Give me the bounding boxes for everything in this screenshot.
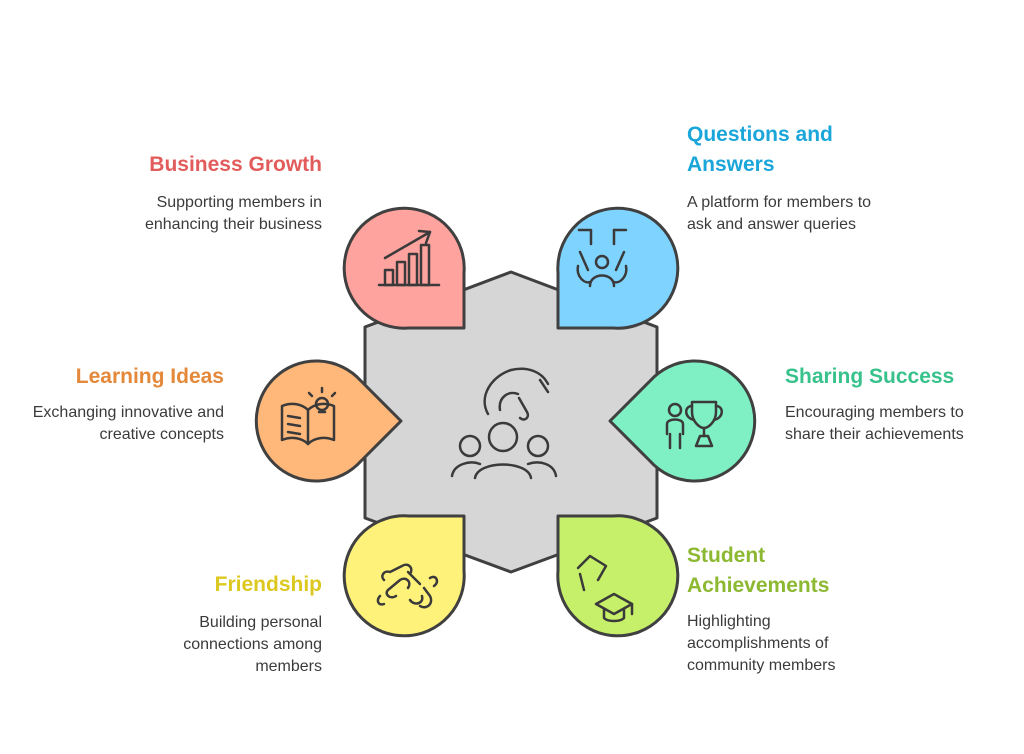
desc-business-growth: Supporting members in enhancing their bu… bbox=[144, 194, 322, 233]
petal-student-achievements bbox=[556, 514, 680, 638]
book-idea-icon bbox=[280, 386, 337, 446]
title-questions-answers: Questions and Answers bbox=[687, 123, 833, 176]
handshake-icon bbox=[376, 563, 439, 609]
graduation-cap-icon bbox=[576, 554, 634, 623]
desc-learning-ideas: Exchanging innovative and creative conce… bbox=[32, 404, 224, 443]
title-student-achievements: Student Achievements bbox=[687, 544, 830, 597]
label-friendship: Friendship Building personal connections… bbox=[100, 570, 322, 678]
qa-people-icon bbox=[576, 228, 628, 288]
desc-sharing-success: Encouraging members to share their achie… bbox=[785, 404, 964, 443]
title-learning-ideas: Learning Ideas bbox=[75, 365, 224, 388]
label-business-growth: Business Growth Supporting members in en… bbox=[80, 150, 322, 236]
desc-student-achievements: Highlighting accomplishments of communit… bbox=[687, 613, 836, 674]
petal-sharing-success bbox=[608, 359, 757, 483]
petal-business-growth bbox=[342, 206, 466, 330]
community-hand-icon bbox=[450, 367, 558, 480]
desc-questions-answers: A platform for members to ask and answer… bbox=[687, 194, 872, 233]
center-hexagon bbox=[363, 270, 659, 574]
petal-questions-answers bbox=[556, 206, 680, 330]
label-student-achievements: Student Achievements Highlighting accomp… bbox=[687, 541, 907, 677]
petal-friendship bbox=[342, 514, 466, 638]
title-business-growth: Business Growth bbox=[149, 153, 322, 176]
title-friendship: Friendship bbox=[214, 573, 322, 596]
label-sharing-success: Sharing Success Encouraging members to s… bbox=[785, 362, 1005, 446]
label-learning-ideas: Learning Ideas Exchanging innovative and… bbox=[10, 362, 224, 446]
label-questions-answers: Questions and Answers A platform for mem… bbox=[687, 120, 907, 236]
petal-learning-ideas bbox=[254, 359, 403, 483]
growth-chart-icon bbox=[377, 229, 441, 287]
desc-friendship: Building personal connections among memb… bbox=[183, 614, 322, 675]
trophy-icon bbox=[665, 400, 723, 450]
title-sharing-success: Sharing Success bbox=[785, 365, 955, 388]
